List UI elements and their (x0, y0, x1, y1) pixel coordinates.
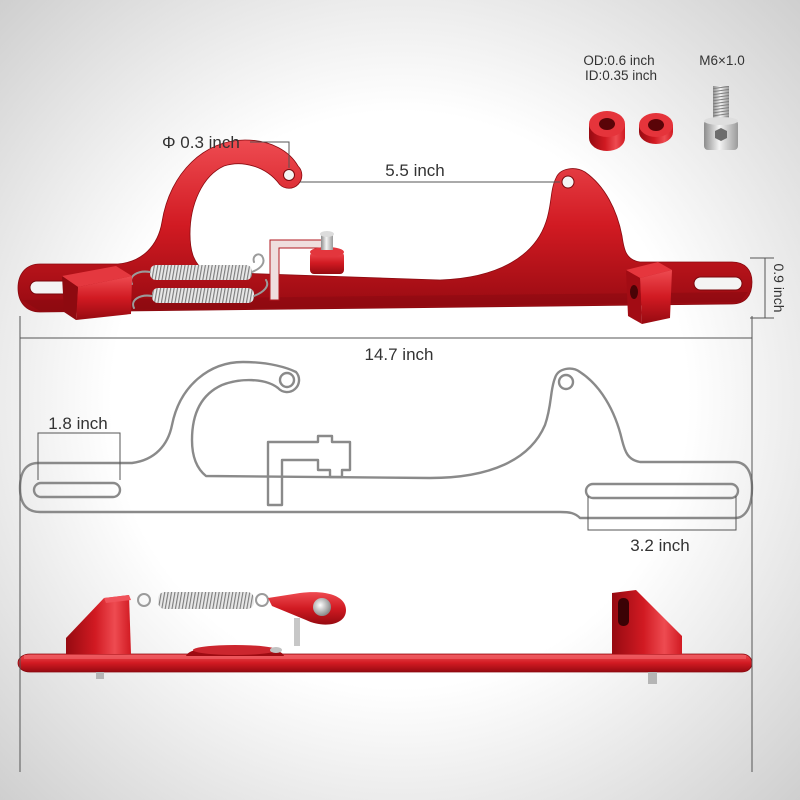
lever-bolt (313, 598, 331, 616)
right-gusset-slot (618, 598, 629, 626)
bracket-side-view-photo (17, 590, 753, 684)
outline-left-slot (32, 481, 122, 499)
right-cable-block (626, 262, 672, 324)
stud-knob-top (310, 247, 344, 257)
block-front-face (76, 276, 132, 320)
left-slot-label: 1.8 inch (48, 414, 108, 433)
outline-right-slot (584, 482, 740, 500)
spacer-hole (648, 119, 664, 131)
outline-plate (18, 360, 754, 520)
screw-head-top (704, 117, 738, 125)
dimension-lines (19, 141, 774, 772)
right-gusset (612, 590, 682, 654)
hole-diameter-label: Φ 0.3 inch (162, 133, 240, 152)
spring-hook (137, 593, 151, 607)
lever-post (294, 618, 300, 646)
left-gusset-top (104, 595, 131, 603)
left-slot-dimension (37, 432, 121, 480)
spring-hook (255, 593, 269, 607)
right-slot-label: 3.2 inch (630, 536, 690, 555)
bore-ring-top (193, 645, 277, 655)
block-top-face (626, 262, 672, 278)
return-springs (130, 253, 269, 309)
left-anchor-block (62, 266, 132, 320)
block-side-face (62, 276, 78, 320)
m6-socket-screw (704, 86, 738, 150)
overall-length-label: 14.7 inch (365, 345, 434, 364)
bolt-size-label: M6×1.0 (699, 53, 744, 68)
outline-hook-hole (278, 371, 296, 389)
stud-bolt-head (320, 231, 334, 237)
hook-hole (283, 169, 295, 181)
stud-nub (270, 647, 282, 653)
arm-hole (561, 175, 575, 189)
dimension-labels: Φ 0.3 inch 5.5 inch 0.9 inch 14.7 inch 1… (48, 133, 787, 555)
side-plate-highlight (24, 655, 746, 659)
bracket-outline-drawing (18, 360, 754, 520)
spring-hook (132, 294, 153, 309)
spacer-id-label: ID:0.35 inch (585, 68, 657, 83)
spacer-large (589, 111, 625, 151)
spring-hook (251, 253, 265, 273)
stud-bolt (321, 234, 333, 250)
bracket-top-view-photo (17, 139, 753, 324)
hole-spacing-label: 5.5 inch (385, 161, 445, 180)
spring-lower (152, 288, 254, 303)
hole-diameter-leader (250, 141, 290, 168)
height-label: 0.9 inch (771, 263, 787, 312)
spring-upper (150, 265, 252, 280)
accessories: OD:0.6 inch ID:0.35 inch M6×1.0 (583, 53, 745, 151)
hex-socket-icon (715, 128, 727, 141)
plate-edge-shadow (22, 292, 748, 311)
spacer-od-label: OD:0.6 inch (583, 53, 654, 68)
left-gusset (66, 595, 131, 654)
right-slot (693, 276, 743, 291)
side-spring (158, 592, 254, 609)
right-slot-dimension (587, 496, 737, 531)
spring-hook (253, 279, 269, 297)
spacer-hole (599, 118, 615, 130)
block-front-face (640, 270, 672, 324)
outline-arm-hole (557, 373, 575, 391)
mount-screw (648, 672, 657, 684)
outline-stud-bracket (266, 434, 352, 507)
block-cable-hole (630, 285, 638, 299)
spacer-small (639, 113, 673, 144)
mount-screw (96, 672, 104, 679)
block-top-face (62, 266, 132, 287)
screw-threads (713, 86, 729, 122)
cable-stud-bracket (269, 231, 344, 301)
stud-knob (310, 252, 344, 274)
